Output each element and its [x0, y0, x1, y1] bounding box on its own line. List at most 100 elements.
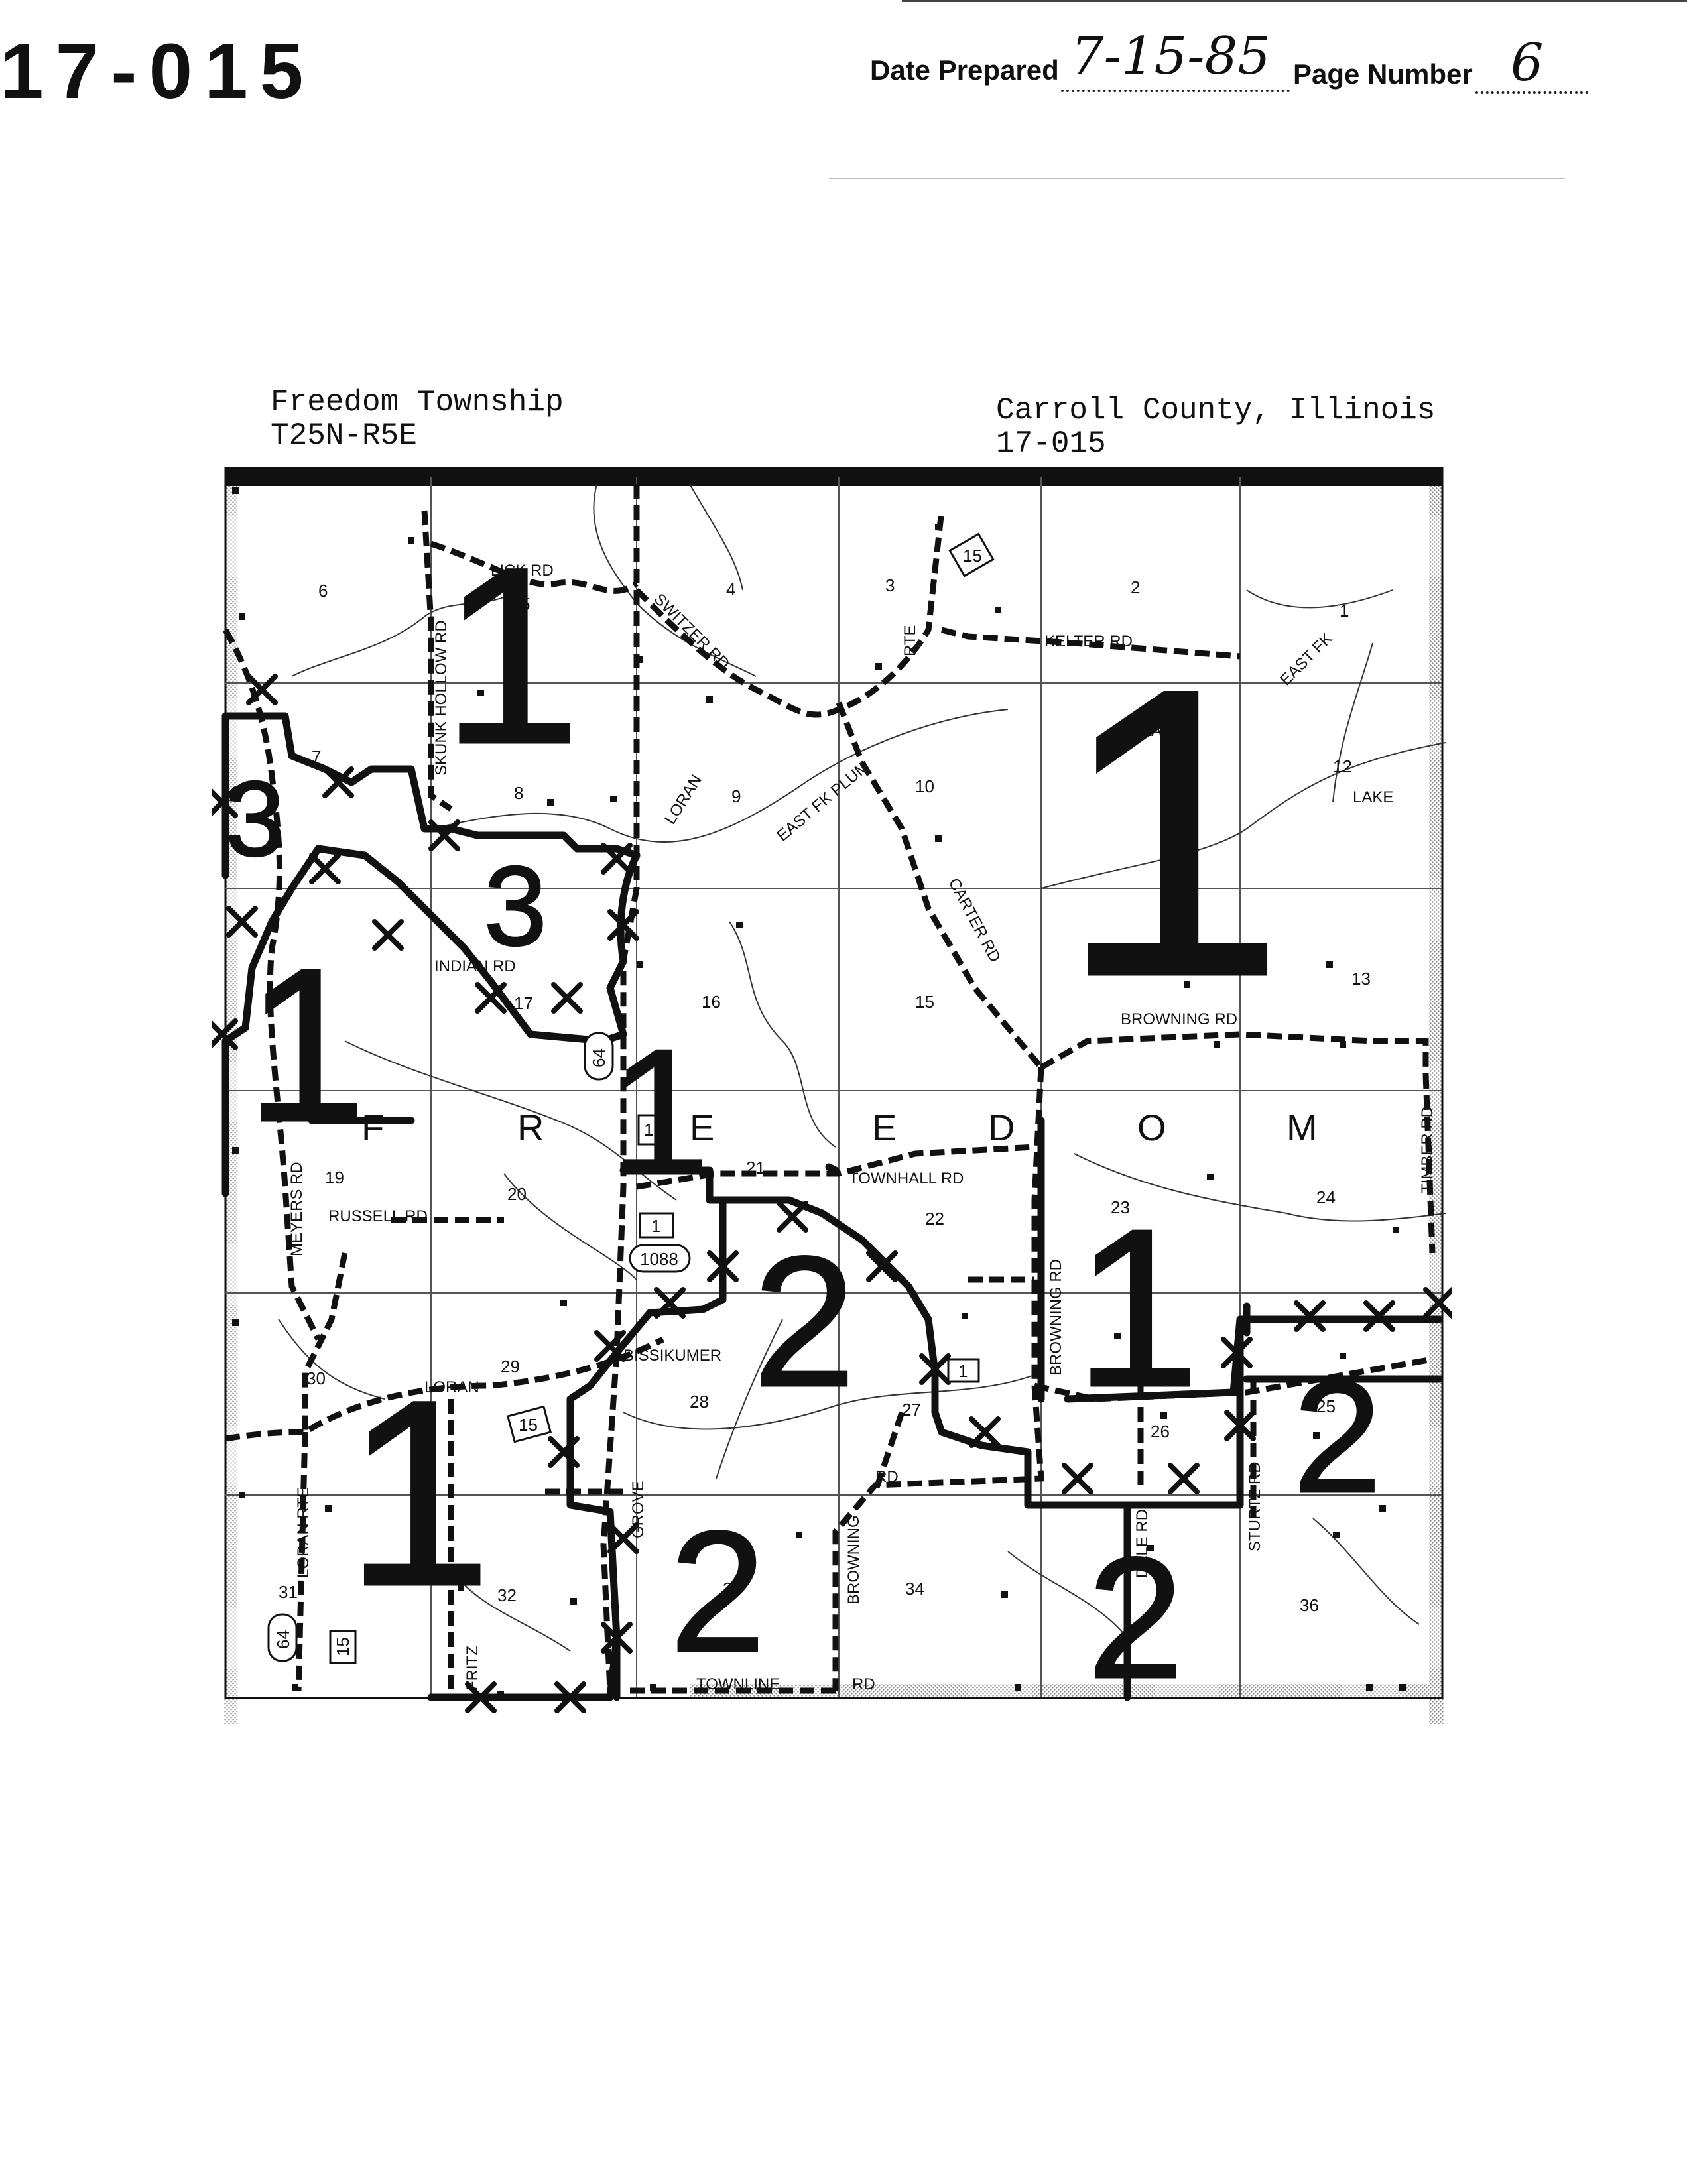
crossing-marks [212, 674, 1452, 1713]
header-rule [829, 178, 1565, 179]
label-loran-north: LORAN [661, 772, 706, 827]
svg-text:1088: 1088 [640, 1249, 678, 1269]
section-7: 7 [312, 747, 321, 766]
section-10: 10 [915, 776, 934, 796]
label-skunk-hollow-rd: SKUNK HOLLOW RD [432, 620, 450, 776]
section-36: 36 [1300, 1595, 1319, 1615]
section-16: 16 [702, 992, 721, 1012]
section-3: 3 [885, 576, 895, 595]
svg-text:15: 15 [333, 1637, 353, 1656]
district-boundaries [221, 712, 1443, 1701]
shield-15-north: 15 [948, 532, 995, 577]
section-33: 33 [723, 1579, 742, 1599]
label-lake: LAKE [1353, 788, 1393, 806]
section-22: 22 [925, 1209, 944, 1229]
svg-text:15: 15 [644, 1120, 663, 1140]
svg-text:15: 15 [963, 546, 982, 566]
svg-text:64: 64 [589, 1048, 609, 1067]
label-townhall-rd: TOWNHALL RD [849, 1170, 964, 1187]
section-28: 28 [690, 1392, 709, 1412]
section-17: 17 [514, 993, 533, 1013]
letter-f: F [361, 1107, 384, 1148]
letter-e1: E [690, 1107, 714, 1148]
section-32: 32 [497, 1585, 517, 1605]
township-lettering: F R E E D O M [361, 1107, 1318, 1148]
district-1-sw: 1 [345, 1345, 492, 1641]
section-21: 21 [746, 1158, 765, 1178]
route-shields: 15 64 15 1 1088 1 15 64 [267, 532, 995, 1664]
letter-d: D [988, 1107, 1015, 1148]
district-1-nw: 1 [441, 515, 581, 796]
section-2: 2 [1131, 577, 1140, 597]
label-townline-rd: RD [852, 1675, 875, 1693]
svg-text:15: 15 [519, 1415, 538, 1435]
section-9: 9 [731, 786, 741, 806]
shield-1088: 1088 [629, 1244, 691, 1273]
label-indian-rd: INDIAN RD [434, 957, 516, 975]
label-meyers-rd: MEYERS RD [288, 1162, 306, 1256]
district-boundaries-2 [825, 1117, 1443, 1403]
top-rule [902, 0, 1687, 2]
district-2-south: 2 [670, 1496, 766, 1688]
document-id: 17-015 [0, 28, 316, 115]
township-title: Freedom Township [271, 385, 564, 420]
district-1-ne: 1 [1058, 603, 1286, 1062]
section-1: 1 [1340, 601, 1349, 621]
district-1-mid: 1 [610, 1012, 710, 1212]
date-prepared-label: Date Prepared [870, 54, 1059, 86]
label-fritz: FRITZ [464, 1646, 481, 1691]
section-29: 29 [501, 1357, 520, 1376]
svg-text:64: 64 [273, 1630, 293, 1649]
county-code: 17-015 [996, 426, 1106, 461]
south-boundary-strip [690, 1684, 1442, 1697]
building-markers [232, 487, 1406, 1697]
svg-text:1: 1 [958, 1361, 968, 1381]
label-rd: RD [875, 1468, 899, 1486]
streams [278, 483, 1446, 1652]
label-switzer-rd: SWITZER RD [651, 590, 733, 673]
label-sturtz-rd: STURTZ RD [1246, 1461, 1264, 1551]
label-east: EAST [1141, 722, 1182, 740]
district-1-west: 1 [245, 922, 367, 1167]
section-27: 27 [902, 1400, 921, 1420]
page-underline [1475, 91, 1588, 94]
township-range: T25N-R5E [271, 418, 417, 453]
shield-15-mid: 15 [637, 1114, 669, 1146]
label-bissikumer: BISSIKUMER [623, 1347, 721, 1365]
section-20: 20 [507, 1184, 527, 1204]
label-townline: TOWNLINE [696, 1675, 780, 1693]
label-rte: RTE [901, 625, 919, 656]
district-1-se: 1 [1074, 1182, 1200, 1434]
district-2-east: 2 [1293, 1348, 1381, 1526]
section-24: 24 [1316, 1187, 1336, 1207]
section-31: 31 [279, 1582, 298, 1602]
section-34: 34 [905, 1579, 924, 1599]
page-number-label: Page Number [1293, 58, 1473, 90]
page-number-value: 6 [1511, 33, 1544, 93]
district-3-mid: 3 [484, 843, 547, 969]
section-4: 4 [726, 579, 735, 599]
letter-o: O [1137, 1107, 1166, 1148]
label-kelter-rd: KELTER RD [1044, 633, 1133, 650]
roads [223, 484, 1436, 1694]
section-5: 5 [521, 594, 530, 614]
shield-64-mid: 64 [584, 1032, 614, 1081]
label-dale-rd: DALE RD [1133, 1509, 1151, 1578]
label-browning-rd: BROWNING RD [1121, 1010, 1237, 1028]
section-12: 12 [1333, 757, 1352, 776]
section-25: 25 [1316, 1396, 1336, 1416]
section-6: 6 [318, 581, 328, 601]
label-grove: GROVE [629, 1481, 647, 1538]
section-13: 13 [1351, 969, 1371, 989]
label-timber-rd: TIMBER RD [1418, 1106, 1436, 1193]
letter-r: R [517, 1107, 544, 1148]
shield-15-sw: 15 [329, 1630, 357, 1664]
section-30: 30 [306, 1368, 326, 1388]
shield-64-south: 64 [267, 1613, 298, 1662]
letter-e2: E [872, 1107, 897, 1148]
section-numbers: 6 5 4 3 2 1 7 8 9 10 12 13 15 16 17 19 2… [279, 576, 1371, 1615]
letter-m: M [1286, 1107, 1318, 1148]
section-23: 23 [1111, 1197, 1130, 1217]
shield-1-mid: 1 [639, 1212, 674, 1239]
shield-1-east: 1 [947, 1358, 980, 1383]
